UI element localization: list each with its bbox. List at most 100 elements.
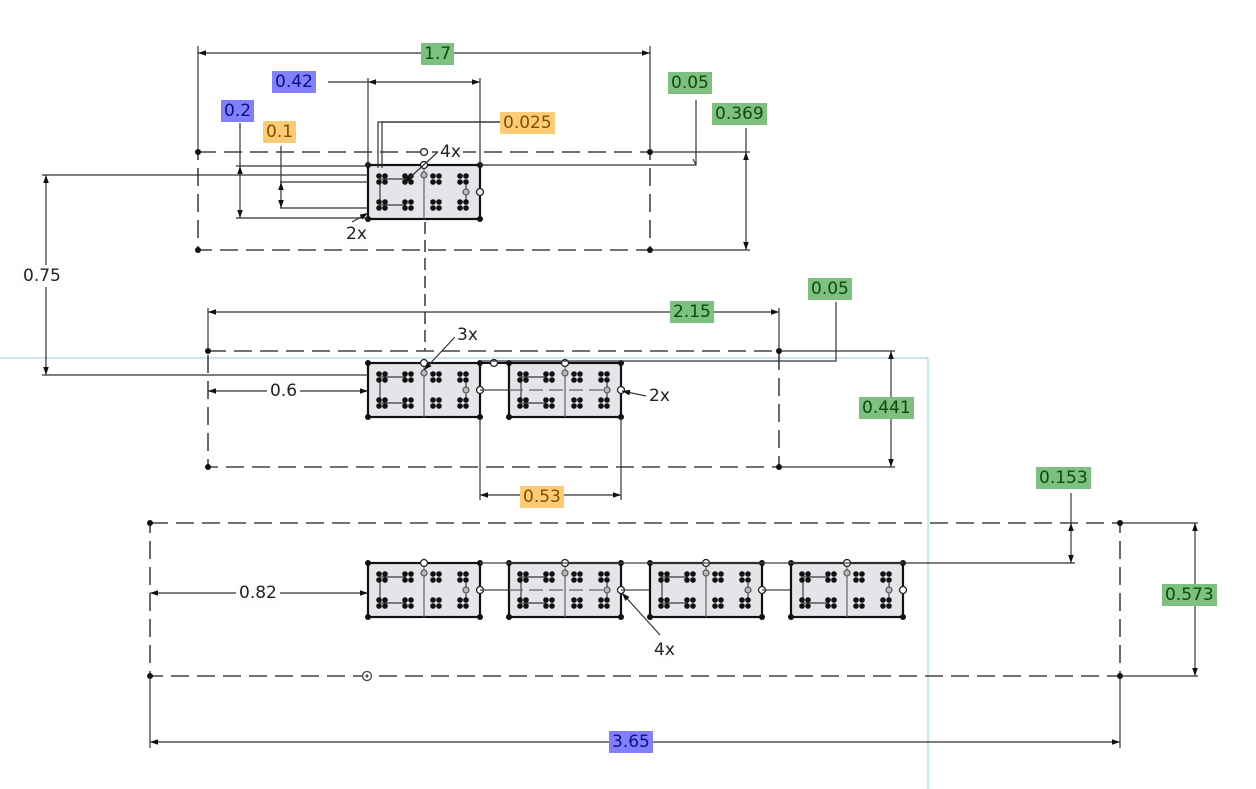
pad-cluster	[402, 199, 414, 211]
pad-cluster	[457, 199, 469, 211]
board[interactable]	[788, 558, 908, 621]
midpoint[interactable]	[419, 358, 429, 368]
pad-cluster	[402, 597, 414, 609]
multiplier-label: 3x	[455, 325, 480, 345]
corner-point[interactable]	[477, 614, 483, 620]
pad-cluster	[517, 371, 529, 383]
plane-edge	[0, 357, 929, 789]
pad-cluster	[853, 571, 865, 583]
dim-mid-pitch[interactable]: 0.53	[520, 486, 564, 508]
midpoint[interactable]	[475, 187, 485, 197]
dim-bot-height[interactable]: 0.573	[1162, 584, 1217, 606]
pad-cluster	[739, 571, 751, 583]
pad-cluster	[430, 173, 442, 185]
pad-cluster	[430, 571, 442, 583]
corner-point[interactable]	[788, 614, 794, 620]
pad-cluster	[543, 571, 555, 583]
pad-cluster	[430, 371, 442, 383]
pad-cluster	[430, 397, 442, 409]
pad-cluster	[684, 597, 696, 609]
pad-cluster	[376, 571, 388, 583]
midpoint[interactable]	[898, 585, 908, 595]
corner-point[interactable]	[365, 614, 371, 620]
dim-mid-height[interactable]: 0.441	[859, 397, 914, 419]
corner-point[interactable]	[477, 414, 483, 420]
middle-construction-rect	[207, 350, 780, 468]
dim-top-height[interactable]: 0.369	[712, 103, 767, 125]
corner-point[interactable]	[365, 560, 371, 566]
dimension-lines	[42, 46, 1198, 748]
pad-cluster	[376, 173, 388, 185]
dim-top-board-width[interactable]: 0.42	[272, 71, 316, 93]
multiplier-label: 2x	[647, 386, 672, 406]
pad-cluster	[402, 371, 414, 383]
multiplier-label: 4x	[438, 142, 463, 162]
pad-cluster	[543, 397, 555, 409]
dim-top-edge-gap[interactable]: 0.05	[668, 72, 712, 94]
pad-cluster	[376, 199, 388, 211]
board[interactable]	[506, 358, 626, 421]
pad-cluster	[739, 597, 751, 609]
board[interactable]	[647, 558, 767, 621]
board[interactable]	[365, 358, 485, 421]
corner-point[interactable]	[900, 614, 906, 620]
corner-point[interactable]	[506, 414, 512, 420]
corner-point[interactable]	[506, 614, 512, 620]
pad-cluster	[517, 397, 529, 409]
corner-point[interactable]	[647, 614, 653, 620]
pad-cluster	[571, 597, 583, 609]
dim-top-offset-left[interactable]: 0.2	[221, 100, 255, 122]
pad-cluster	[376, 597, 388, 609]
pad-cluster	[517, 571, 529, 583]
board[interactable]	[365, 160, 485, 223]
corner-point[interactable]	[759, 614, 765, 620]
pad-cluster	[571, 571, 583, 583]
pad-cluster	[880, 597, 892, 609]
corner-point[interactable]	[477, 216, 483, 222]
pad-cluster	[825, 597, 837, 609]
pad-cluster	[457, 371, 469, 383]
dim-mid-edge-gap[interactable]: 0.05	[808, 278, 852, 300]
dim-top-offset-inner[interactable]: 0.1	[263, 121, 297, 143]
board[interactable]	[365, 558, 485, 621]
pad-cluster	[598, 571, 610, 583]
pad-cluster	[853, 597, 865, 609]
pad-cluster	[430, 597, 442, 609]
pad-cluster	[376, 371, 388, 383]
pad-cluster	[457, 173, 469, 185]
midpoint[interactable]	[419, 147, 429, 157]
pad-cluster	[880, 571, 892, 583]
dim-bot-top-gap[interactable]: 0.153	[1036, 467, 1091, 489]
corner-point[interactable]	[618, 414, 624, 420]
pad-cluster	[825, 571, 837, 583]
midpoint[interactable]	[419, 558, 429, 568]
construction-corners	[147, 149, 1123, 679]
bottom-construction-rect	[149, 522, 1121, 677]
corner-point[interactable]	[365, 414, 371, 420]
dim-mid-width[interactable]: 2.15	[670, 301, 714, 323]
midpoint[interactable]	[616, 385, 626, 395]
pad-cluster	[517, 597, 529, 609]
corner-point[interactable]	[365, 216, 371, 222]
dim-bot-left-offset[interactable]: 0.82	[236, 582, 280, 604]
board[interactable]	[506, 558, 626, 621]
dim-vertical-spacing[interactable]: 0.75	[20, 265, 64, 287]
pad-cluster	[684, 571, 696, 583]
pad-cluster	[457, 597, 469, 609]
dim-mid-left-offset[interactable]: 0.6	[267, 380, 301, 402]
pad-cluster	[598, 597, 610, 609]
origin-marker[interactable]	[361, 670, 373, 682]
dim-top-inset[interactable]: 0.025	[500, 112, 555, 134]
pad-cluster	[457, 397, 469, 409]
corner-point[interactable]	[365, 360, 371, 366]
corner-point[interactable]	[618, 614, 624, 620]
construction-rectangles	[149, 151, 1121, 677]
multiplier-label: 2x	[344, 224, 369, 244]
dim-bot-width[interactable]: 3.65	[609, 731, 653, 753]
dim-top-width[interactable]: 1.7	[421, 43, 455, 65]
pad-cluster	[799, 597, 811, 609]
pad-cluster	[402, 397, 414, 409]
pad-cluster	[658, 597, 670, 609]
pad-cluster	[571, 397, 583, 409]
